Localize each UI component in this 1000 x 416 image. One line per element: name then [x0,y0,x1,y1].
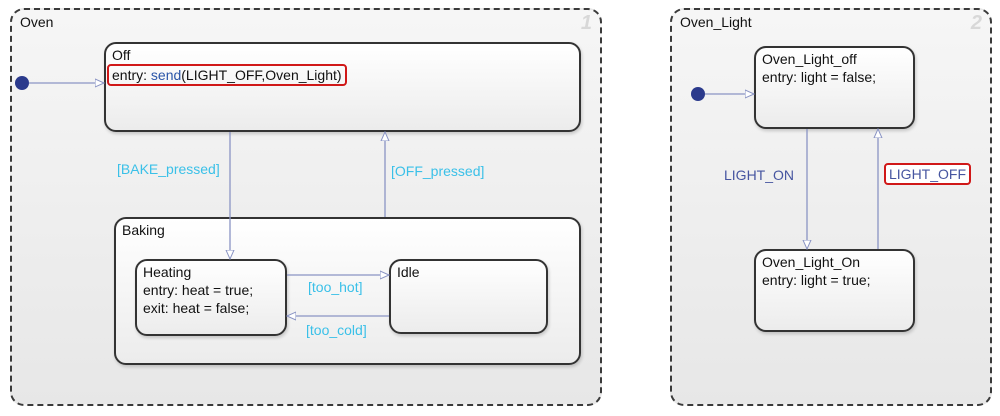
send-function: send [150,67,182,83]
state-oven-light-on-entry: entry: light = true; [762,272,871,288]
state-off-entry-action[interactable]: entry: send(LIGHT_OFF,Oven_Light) [107,64,347,86]
state-off-name: Off [112,47,131,63]
default-transition-dot-oven [15,76,29,90]
region-oven-title: Oven [20,14,54,30]
label-light-on[interactable]: LIGHT_ON [724,167,795,183]
state-oven-light-off-entry: entry: light = false; [762,69,877,85]
entry-prefix: entry: [112,67,151,83]
state-oven-light-on[interactable]: Oven_Light_On entry: light = true; [754,249,915,332]
region-oven-light-number: 2 [970,12,982,34]
state-idle-name: Idle [397,264,420,280]
state-heating[interactable]: Heating entry: heat = true; exit: heat =… [135,259,287,336]
state-heating-entry: entry: heat = true; [143,282,254,298]
region-oven-light-title: Oven_Light [680,14,752,30]
region-oven-light: Oven_Light 2 [670,8,992,406]
label-bake-pressed[interactable]: [BAKE_pressed] [117,161,220,177]
label-light-off[interactable]: LIGHT_OFF [884,163,972,185]
state-oven-light-off[interactable]: Oven_Light_off entry: light = false; [754,46,915,129]
send-args: (LIGHT_OFF,Oven_Light) [181,67,342,83]
label-off-pressed[interactable]: [OFF_pressed] [391,163,485,179]
state-heating-exit: exit: heat = false; [143,300,250,316]
default-transition-dot-light [691,87,705,101]
state-oven-light-off-name: Oven_Light_off [762,51,857,67]
state-baking-name: Baking [122,222,165,238]
state-oven-light-on-name: Oven_Light_On [762,254,861,270]
label-too-hot[interactable]: [too_hot] [308,279,363,295]
state-idle[interactable]: Idle [389,259,548,334]
region-oven-number: 1 [580,12,592,34]
state-heating-name: Heating [143,264,192,280]
label-too-cold[interactable]: [too_cold] [306,322,367,338]
state-off[interactable]: Off entry: send(LIGHT_OFF,Oven_Light) [104,42,581,132]
